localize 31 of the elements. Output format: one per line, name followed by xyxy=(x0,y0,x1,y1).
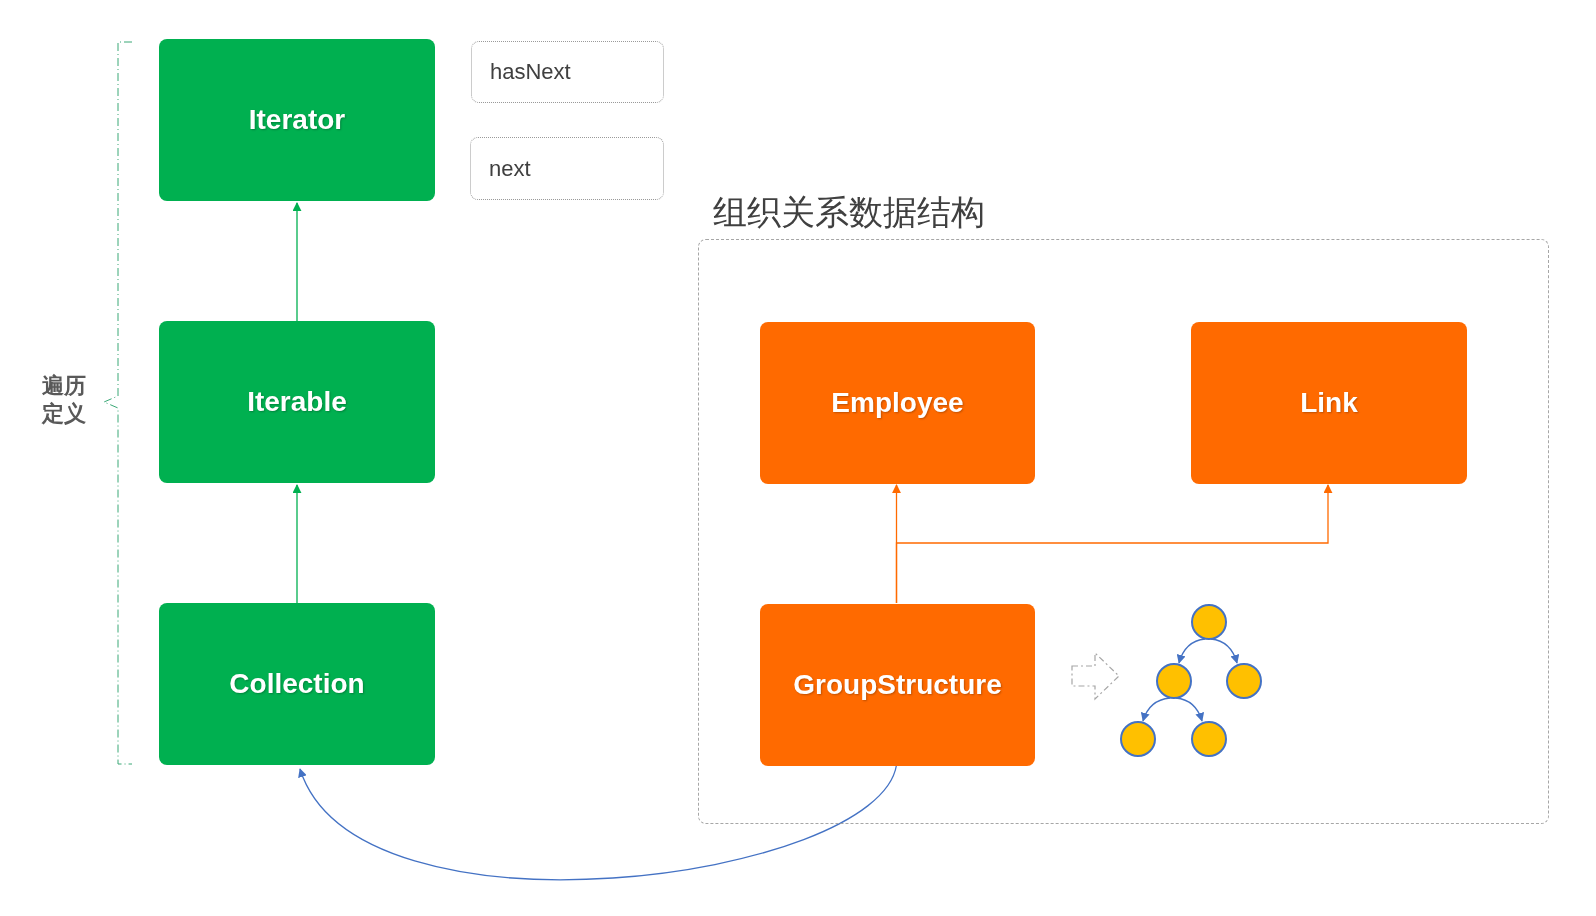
tree-node-circle xyxy=(1120,721,1156,757)
arrow xyxy=(292,484,302,604)
bracket-label: 遍历定义 xyxy=(42,372,87,427)
box-label: hasNext xyxy=(490,59,571,85)
tree-node-circle xyxy=(1191,721,1227,757)
method-box xyxy=(470,137,664,200)
interface-box xyxy=(159,603,435,765)
arrow xyxy=(1141,697,1171,722)
arrow xyxy=(292,202,302,322)
box-label: Iterable xyxy=(247,386,347,418)
tree-drawing xyxy=(1118,602,1264,759)
arrow xyxy=(895,484,1333,604)
tree-node-circle xyxy=(1226,663,1262,699)
class-box xyxy=(760,322,1035,484)
box-label: Link xyxy=(1300,387,1358,419)
interface-box xyxy=(159,321,435,483)
method-box xyxy=(471,41,664,103)
box-label: GroupStructure xyxy=(793,669,1002,701)
class-box xyxy=(760,604,1035,766)
box-label: Iterator xyxy=(248,104,346,136)
arrow xyxy=(299,764,898,881)
tree-node-circle xyxy=(1156,663,1192,699)
box-label: Employee xyxy=(831,387,964,419)
tree-node-circle xyxy=(1191,604,1227,640)
box-label: next xyxy=(489,155,531,182)
box-label: Collection xyxy=(229,668,365,700)
group-title: 组织关系数据结构 xyxy=(713,192,985,233)
block-arrow xyxy=(1071,651,1120,701)
arrow xyxy=(1177,638,1206,664)
interface-box xyxy=(159,39,435,201)
class-box xyxy=(1191,322,1467,484)
